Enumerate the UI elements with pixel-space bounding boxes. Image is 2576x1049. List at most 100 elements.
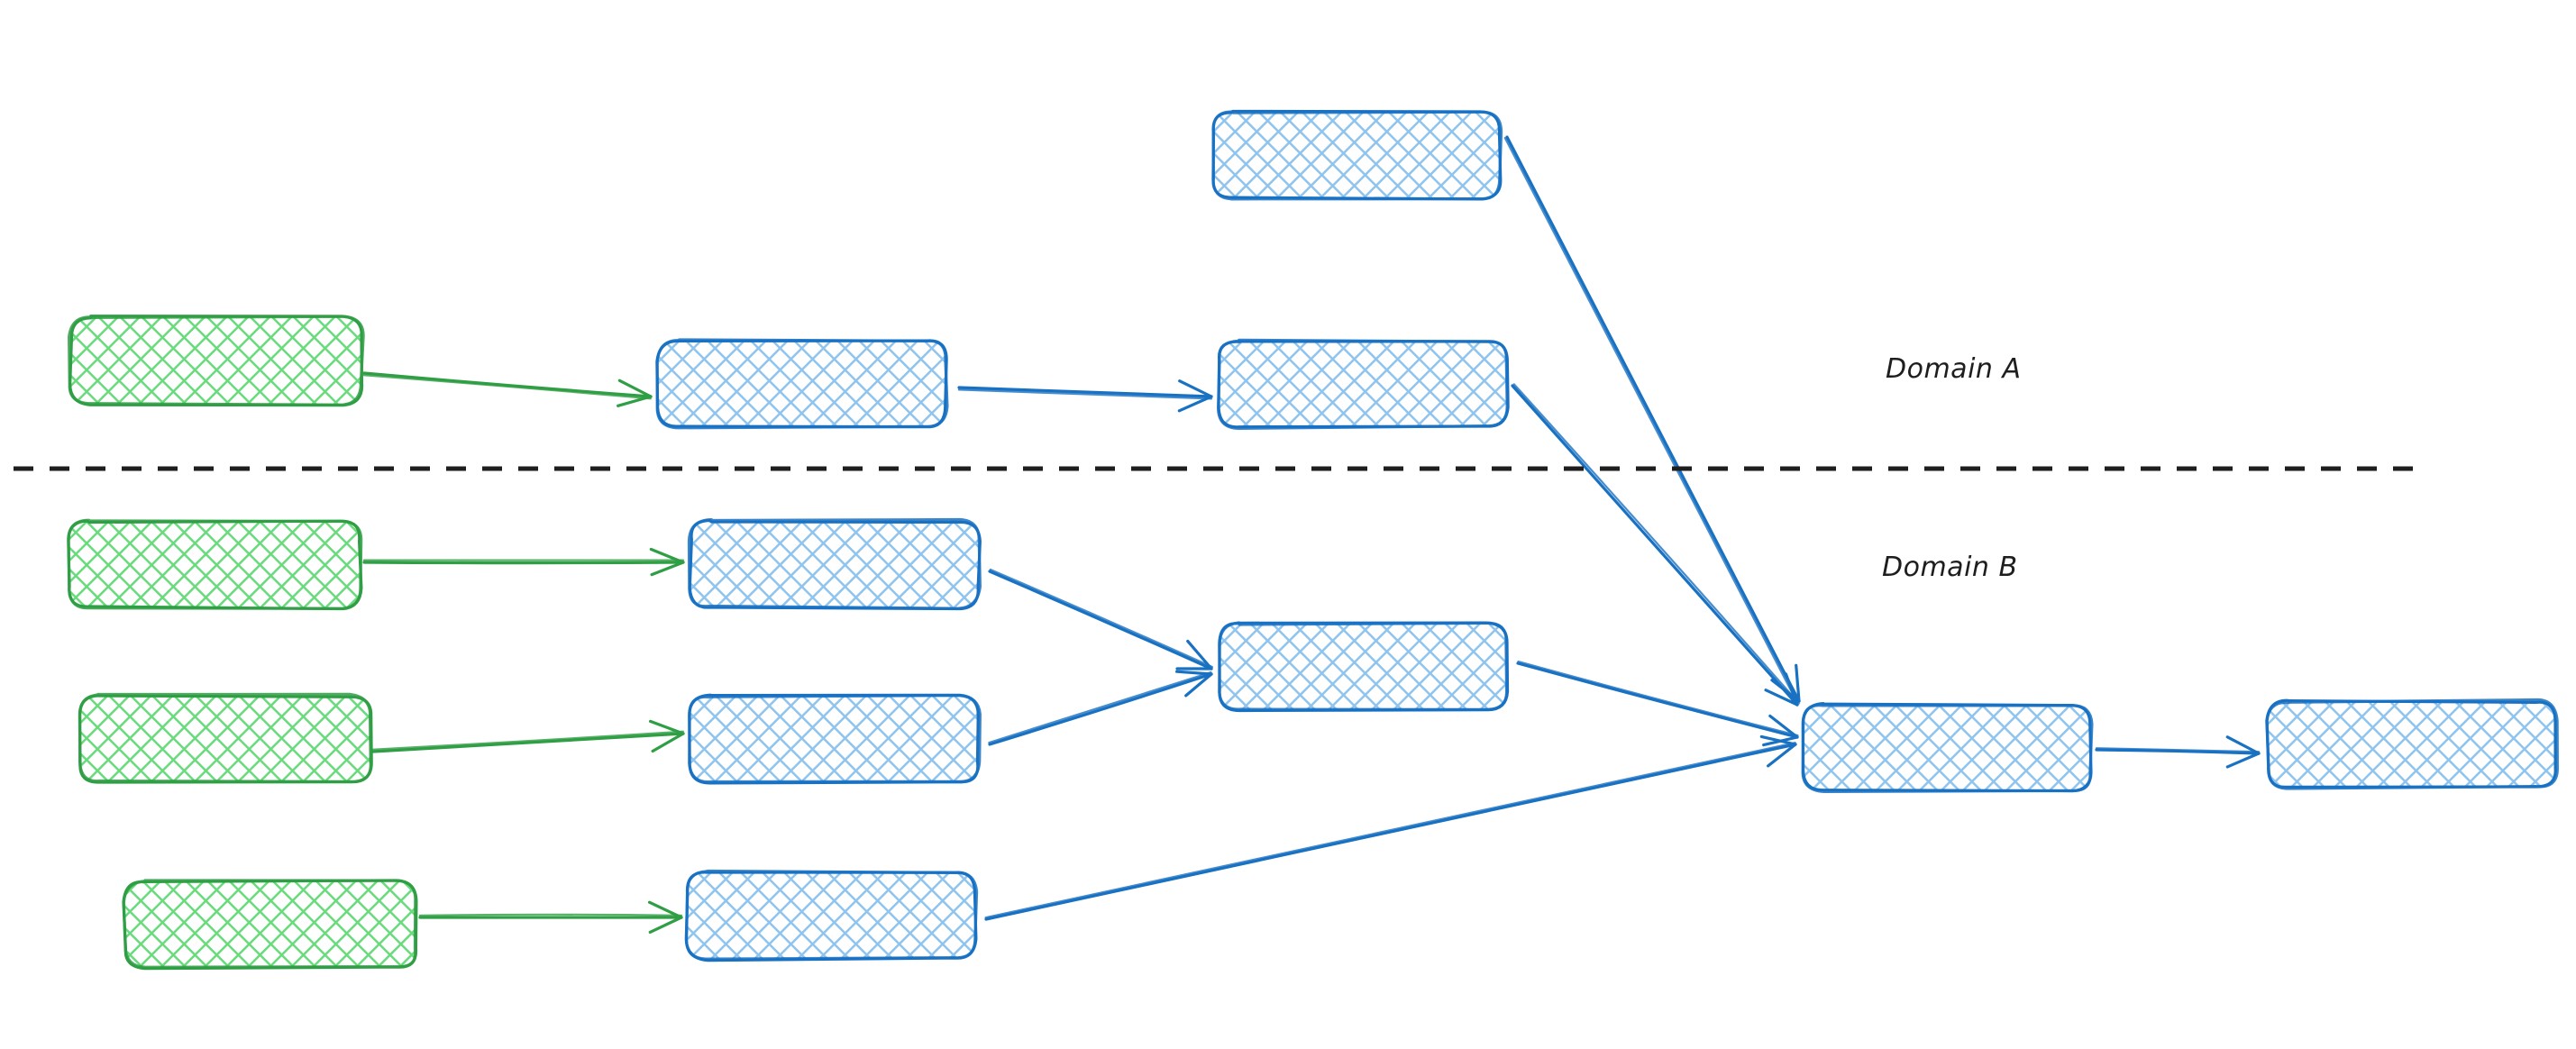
blue-arrow-b-merge-to-b-output-shaft xyxy=(1516,661,1799,739)
green-arrow-a-source-to-a-stage-1-head xyxy=(617,379,653,398)
green-node-domain-b-source-2-outline xyxy=(78,692,372,783)
blue-arrow-a-stage-2-to-b-output-head xyxy=(1764,689,1799,707)
green-node-domain-b-source-2[interactable] xyxy=(78,692,373,784)
blue-node-domain-b-final-outline xyxy=(2265,698,2559,790)
blue-arrow-a-stage-2-to-b-output-shaft xyxy=(1511,384,1799,707)
blue-arrow-b-stage-1-to-b-merge-head xyxy=(1186,639,1213,670)
blue-node-domain-b-stage-1-fill xyxy=(690,520,979,607)
blue-node-domain-a-stage-1-outline xyxy=(655,338,949,430)
blue-node-domain-a-stage-1-fill xyxy=(658,341,947,428)
blue-node-domain-b-final-fill xyxy=(2267,700,2556,789)
blue-node-domain-b-stage-2-fill xyxy=(690,695,979,783)
green-arrow-b-source-2-to-b-stage-2[interactable] xyxy=(371,719,685,753)
blue-node-domain-b-stage-2-outline xyxy=(688,694,982,784)
green-arrow-b-source-2-to-b-stage-2-head xyxy=(649,719,685,735)
green-arrow-a-source-to-a-stage-1-head xyxy=(617,395,653,407)
blue-arrow-b-stage-3-to-b-output-shaft xyxy=(984,742,1796,919)
green-arrow-b-source-3-to-b-stage-3-head xyxy=(648,916,683,934)
blue-node-domain-a-top-outline xyxy=(1211,110,1503,201)
green-arrow-b-source-2-to-b-stage-2-shaft xyxy=(371,732,685,753)
green-node-domain-b-source-3[interactable] xyxy=(122,879,418,971)
blue-node-domain-b-final[interactable] xyxy=(2265,698,2559,790)
blue-arrow-b-stage-3-to-b-output-head xyxy=(1759,734,1797,746)
blue-arrow-a-stage-2-to-b-output-shaft xyxy=(1512,383,1800,705)
blue-arrow-a-stage-2-to-b-output-head xyxy=(1784,672,1799,707)
blue-node-domain-b-output[interactable] xyxy=(1801,701,2094,793)
blue-node-domain-a-stage-2-hit[interactable] xyxy=(1219,341,1507,427)
blue-arrow-b-output-to-b-final[interactable] xyxy=(2095,735,2261,769)
blue-arrow-b-stage-1-to-b-merge[interactable] xyxy=(988,568,1213,670)
green-node-domain-b-source-3-outline xyxy=(122,879,417,969)
green-arrow-a-source-to-a-stage-1-shaft xyxy=(362,371,653,398)
green-node-domain-b-source-2-fill xyxy=(78,695,372,783)
blue-node-domain-b-merge-outline xyxy=(1218,621,1509,711)
green-arrow-b-source-2-to-b-stage-2-shaft xyxy=(371,730,684,751)
domain-a-label: Domain A xyxy=(1886,353,2022,385)
blue-arrow-a-stage-2-to-b-output[interactable] xyxy=(1511,383,1800,707)
blue-node-domain-a-top[interactable] xyxy=(1211,109,1503,201)
green-node-domain-b-source-1-outline xyxy=(67,518,363,610)
blue-arrow-b-merge-to-b-output[interactable] xyxy=(1516,660,1799,747)
blue-node-domain-b-stage-1-outline xyxy=(687,517,982,610)
blue-node-domain-b-stage-2-hit[interactable] xyxy=(690,696,979,782)
blue-arrow-b-stage-3-to-b-output-shaft xyxy=(984,743,1797,921)
blue-arrow-b-stage-1-to-b-merge-shaft xyxy=(988,570,1213,670)
green-node-domain-a-source[interactable] xyxy=(68,315,365,407)
green-arrow-b-source-2-to-b-stage-2-head xyxy=(651,732,685,753)
green-node-domain-b-source-1[interactable] xyxy=(67,518,363,611)
green-arrow-a-source-to-a-stage-1[interactable] xyxy=(362,371,653,407)
blue-arrow-b-stage-3-to-b-output[interactable] xyxy=(984,734,1797,921)
blue-arrow-a-top-to-b-output-shaft xyxy=(1503,137,1798,704)
blue-node-domain-b-stage-1-hit[interactable] xyxy=(690,521,979,607)
blue-node-domain-b-output-hit[interactable] xyxy=(1803,705,2091,791)
blue-node-domain-a-stage-2-fill xyxy=(1219,341,1508,428)
green-arrow-b-source-1-to-b-stage-1-shaft xyxy=(362,561,685,565)
blue-node-domain-b-stage-2[interactable] xyxy=(688,693,982,785)
green-node-domain-b-source-3-fill xyxy=(123,880,417,968)
blue-arrow-a-stage-1-to-a-stage-2-head xyxy=(1177,395,1213,413)
nodes-layer xyxy=(67,109,2559,971)
green-arrow-b-source-1-to-b-stage-1[interactable] xyxy=(362,547,685,577)
green-arrow-b-source-1-to-b-stage-1-head xyxy=(649,547,685,564)
green-node-domain-a-source-fill xyxy=(70,316,362,404)
blue-node-domain-b-final-hit[interactable] xyxy=(2268,701,2556,788)
blue-arrow-a-stage-1-to-a-stage-2[interactable] xyxy=(957,379,1213,413)
blue-node-domain-b-stage-1[interactable] xyxy=(687,517,982,611)
blue-node-domain-b-stage-3-hit[interactable] xyxy=(687,872,975,959)
blue-node-domain-a-stage-1-hit[interactable] xyxy=(658,341,946,427)
green-arrow-b-source-3-to-b-stage-3-shaft xyxy=(418,913,683,917)
blue-node-domain-b-stage-3[interactable] xyxy=(684,869,979,962)
blue-arrow-a-stage-1-to-a-stage-2-head xyxy=(1178,379,1213,398)
green-node-domain-b-source-1-hit[interactable] xyxy=(69,521,361,607)
blue-node-domain-b-stage-3-outline xyxy=(684,869,979,961)
blue-node-domain-b-merge-fill xyxy=(1218,623,1508,711)
blue-node-domain-b-merge-hit[interactable] xyxy=(1219,624,1507,710)
green-node-domain-b-source-3-hit[interactable] xyxy=(124,881,416,968)
blue-node-domain-b-stage-3-fill xyxy=(686,871,976,960)
blue-arrow-b-stage-3-to-b-output-head xyxy=(1767,743,1797,768)
blue-node-domain-a-stage-2[interactable] xyxy=(1217,338,1510,431)
blue-node-domain-b-output-fill xyxy=(1802,704,2092,792)
domain-b-label: Domain B xyxy=(1882,552,2018,583)
blue-arrow-a-top-to-b-output-shaft xyxy=(1505,135,1801,703)
blue-arrow-b-output-to-b-final-head xyxy=(2225,752,2261,769)
blue-arrow-b-stage-2-to-b-merge-shaft xyxy=(988,672,1213,746)
green-node-domain-b-source-2-hit[interactable] xyxy=(79,696,371,782)
blue-arrow-b-stage-1-to-b-merge-shaft xyxy=(989,568,1213,669)
blue-arrow-b-merge-to-b-output-head xyxy=(1768,714,1799,739)
green-arrow-a-source-to-a-stage-1-shaft xyxy=(362,374,652,400)
blue-arrow-b-stage-2-to-b-merge[interactable] xyxy=(988,670,1213,746)
green-node-domain-a-source-outline xyxy=(68,315,365,406)
blue-node-domain-b-merge[interactable] xyxy=(1218,621,1510,713)
blue-node-domain-a-stage-1[interactable] xyxy=(655,338,949,430)
blue-arrow-a-top-to-b-output[interactable] xyxy=(1503,135,1801,704)
green-node-domain-a-source-hit[interactable] xyxy=(70,317,362,404)
blue-node-domain-b-output-outline xyxy=(1801,704,2094,793)
green-arrow-b-source-1-to-b-stage-1-head xyxy=(650,561,685,577)
blue-node-domain-a-top-hit[interactable] xyxy=(1212,112,1501,198)
green-arrow-b-source-3-to-b-stage-3[interactable] xyxy=(418,900,683,934)
blue-arrow-b-stage-2-to-b-merge-head xyxy=(1184,672,1213,698)
blue-arrow-b-output-to-b-final-shaft xyxy=(2095,747,2261,753)
